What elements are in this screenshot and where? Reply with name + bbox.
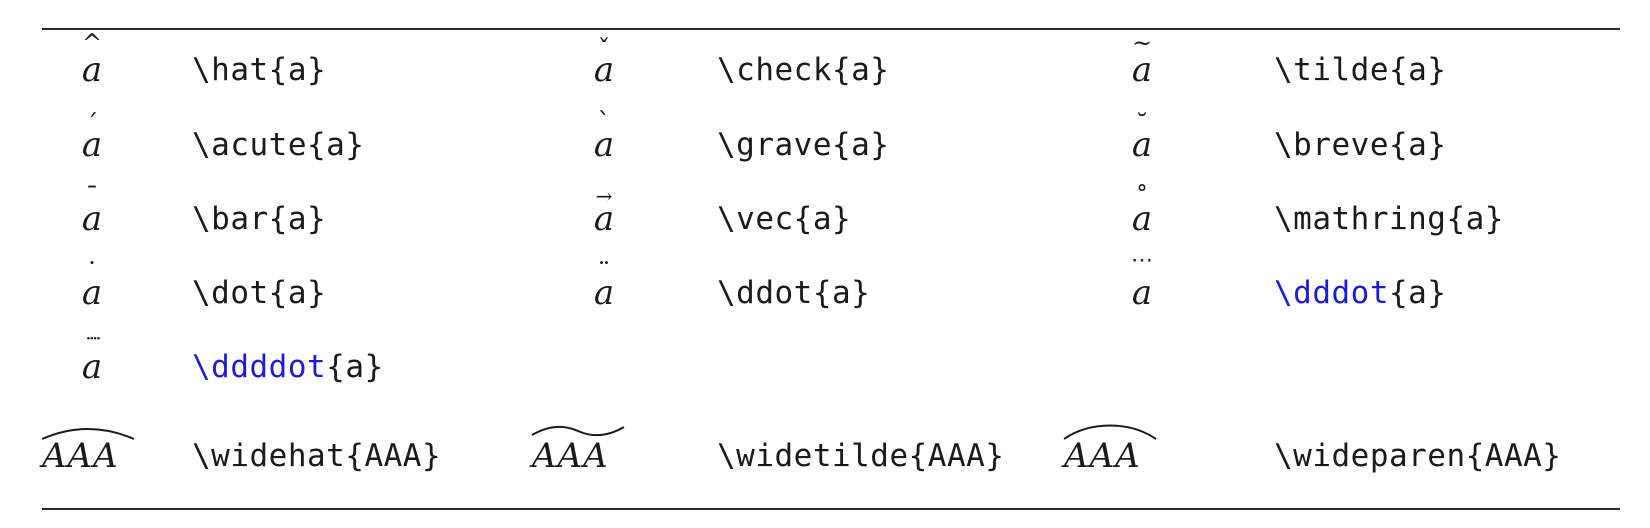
command-cell: \acute{a} <box>192 127 365 163</box>
symbol-cell: a˙ <box>81 258 103 313</box>
command-cell: \bar{a} <box>192 201 327 237</box>
widetilde-icon <box>531 425 625 437</box>
command-cell: \wideparen{AAA} <box>1274 438 1562 474</box>
command-cell: \tilde{a} <box>1274 52 1447 88</box>
command-cell: \breve{a} <box>1274 127 1447 163</box>
command-cell: \grave{a} <box>717 127 890 163</box>
symbol-cell: a^ <box>81 29 103 90</box>
command-cell: \widehat{AAA} <box>192 438 442 474</box>
symbol-cell: a~ <box>1131 29 1153 90</box>
command-cell: \mathring{a} <box>1274 201 1504 237</box>
command-cell: \check{a} <box>717 52 890 88</box>
command-cell: \widetilde{AAA} <box>717 438 1005 474</box>
keyword: \dddot <box>1274 275 1389 311</box>
symbol-cell: AAA <box>531 404 632 508</box>
command-cell: \vec{a} <box>717 201 852 237</box>
command-cell: \dot{a} <box>192 275 327 311</box>
symbol-cell: AAA <box>1063 404 1164 508</box>
bottom-rule <box>42 508 1620 510</box>
symbol-cell: AAA <box>41 404 142 508</box>
symbol-cell: a¯ <box>81 182 103 239</box>
keyword: \ddddot <box>192 349 327 385</box>
table-row: AAA \widehat{AAA} AAA \widetilde{AAA} AA… <box>41 404 1620 508</box>
symbol-cell: a˘ <box>1131 110 1153 165</box>
symbol-cell: a` <box>593 108 615 165</box>
table-row: a˙ \dot{a} a¨ \ddot{a} a⋯ \dddot{a} <box>42 248 1620 330</box>
command-cell: \ddot{a} <box>717 275 871 311</box>
table-row: a´ \acute{a} a` \grave{a} a˘ \breve{a} <box>42 108 1620 182</box>
symbol-cell: a→ <box>593 184 615 239</box>
symbol-cell: a´ <box>81 110 103 165</box>
wideparen-icon <box>1063 424 1157 440</box>
command-cell: \ddddot{a} <box>192 349 384 385</box>
command-cell: \hat{a} <box>192 52 327 88</box>
symbol-cell: a˚ <box>1131 184 1153 239</box>
widehat-icon <box>41 428 135 440</box>
symbol-cell: a¨ <box>593 258 615 313</box>
symbol-cell: a···· <box>81 326 103 387</box>
top-rule <box>42 28 1620 30</box>
symbol-cell: a⋯ <box>1131 248 1153 313</box>
table-row: a···· \ddddot{a} <box>42 326 1620 404</box>
command-cell: \dddot{a} <box>1274 275 1447 311</box>
table-row: a¯ \bar{a} a→ \vec{a} a˚ \mathring{a} <box>42 182 1620 256</box>
